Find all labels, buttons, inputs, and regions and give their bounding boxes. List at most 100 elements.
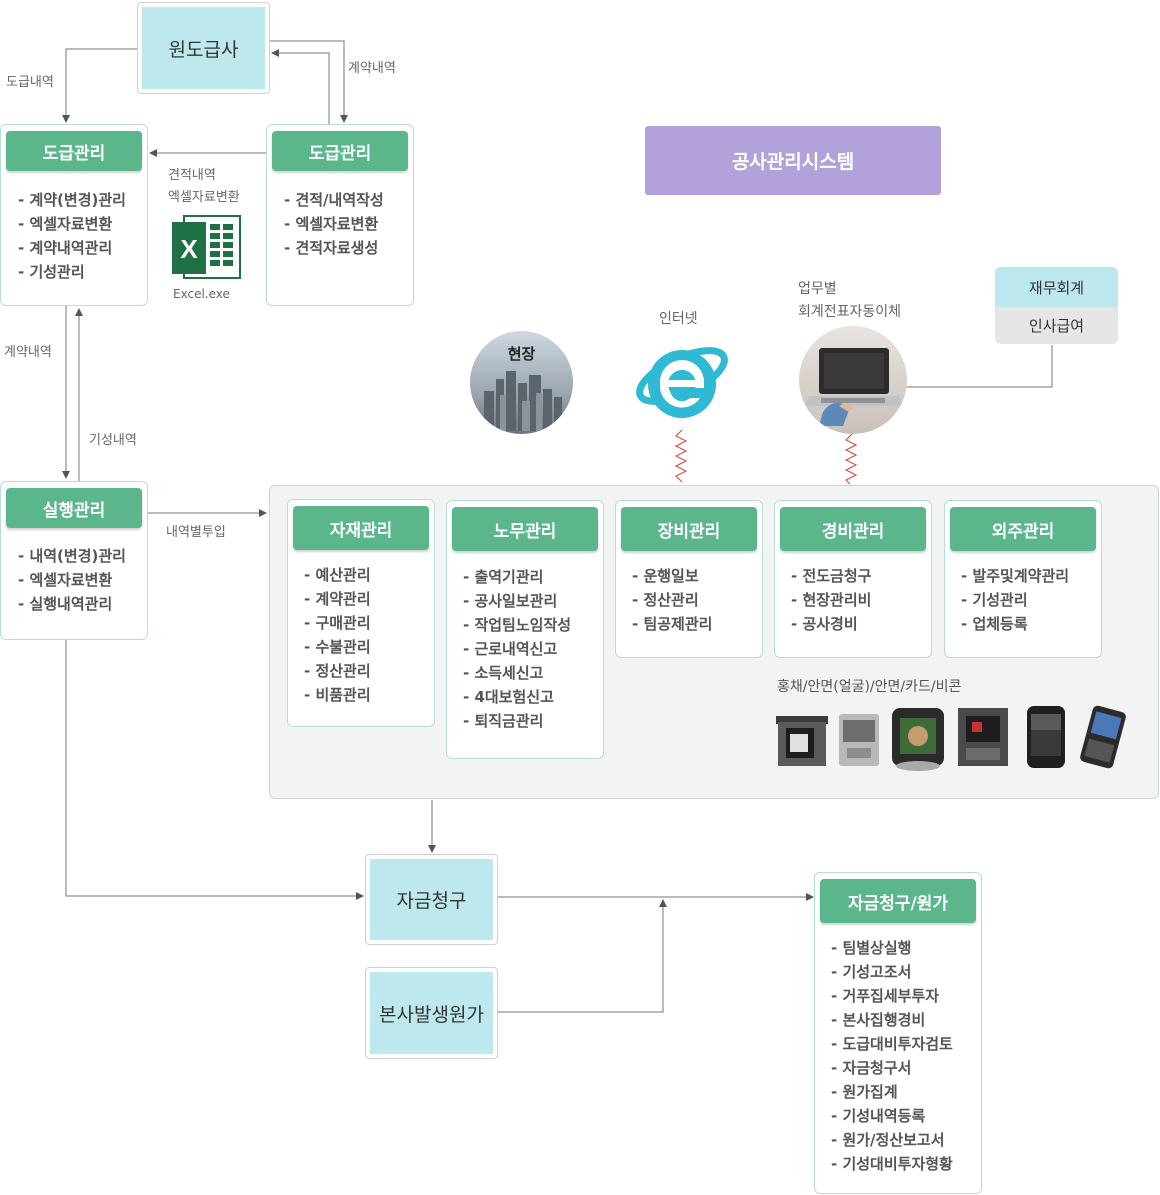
list-item: - 기성대비투자형황 — [831, 1155, 953, 1173]
device-iris-scanner-icon — [774, 712, 830, 768]
list-item: - 원가집계 — [831, 1083, 898, 1101]
list-item: - 전도금청구 — [791, 567, 872, 585]
list-item: - 실행내역관리 — [18, 595, 113, 613]
list-item: - 기성관리 — [18, 263, 85, 281]
list-item: - 엑셀자료변환 — [284, 215, 379, 233]
module-outsourcing-list: - 발주및계약관리 - 기성관리 - 업체등록 — [961, 564, 1069, 636]
list-item: - 엑셀자료변환 — [18, 571, 113, 589]
list-item: - 정산관리 — [304, 662, 371, 680]
list-item: - 4대보험신고 — [463, 688, 554, 706]
list-item: - 본사집행경비 — [831, 1011, 926, 1029]
module-labor-title: 노무관리 — [452, 507, 598, 551]
fund-cost-list: - 팀별상실행 - 기성고조서 - 거푸집세부투자 - 본사집행경비 - 도급대… — [831, 936, 953, 1176]
module-equipment-title: 장비관리 — [621, 507, 757, 551]
label-internet: 인터넷 — [659, 311, 698, 327]
module-outsourcing-title: 외주관리 — [950, 507, 1096, 551]
label-auto-1: 업무별 — [798, 281, 837, 297]
module-material-title: 자재관리 — [293, 506, 429, 550]
fund-request-label: 자금청구 — [370, 859, 493, 940]
list-item: - 퇴직금관리 — [463, 712, 544, 730]
list-item: - 엑셀자료변환 — [18, 215, 113, 233]
module-material-card: 자재관리 - 예산관리 - 계약관리 - 구매관리 - 수불관리 - 정산관리 … — [287, 499, 435, 727]
device-card-reader-icon — [956, 706, 1010, 768]
list-item: - 계약관리 — [304, 590, 371, 608]
list-item: - 구매관리 — [304, 614, 371, 632]
module-expense-card: 경비관리 - 전도금청구 - 현장관리비 - 공사경비 — [774, 500, 932, 658]
finance-payroll: 인사급여 — [995, 307, 1118, 344]
list-item: - 작업팀노임작성 — [463, 616, 572, 634]
label-progress-up: 기성내역 — [89, 433, 137, 448]
site-label: 현장 — [507, 345, 536, 363]
list-item: - 거푸집세부투자 — [831, 987, 940, 1005]
module-expense-title: 경비관리 — [780, 507, 926, 551]
device-smartphone-icon — [1023, 704, 1069, 770]
module-expense-list: - 전도금청구 - 현장관리비 - 공사경비 — [791, 564, 871, 636]
execution-mgmt-title: 실행관리 — [6, 488, 142, 528]
contract-mgmt-left-title: 도급관리 — [6, 131, 142, 171]
list-item: - 원가/정산보고서 — [831, 1131, 945, 1149]
label-estimate-2: 엑셀자료변환 — [168, 190, 240, 205]
label-detail-input: 내역별투입 — [166, 525, 226, 540]
list-item: - 팀공제관리 — [632, 615, 713, 633]
list-item: - 견적/내역작성 — [284, 191, 384, 209]
execution-mgmt-list: - 내역(변경)관리 - 엑셀자료변환 - 실행내역관리 — [18, 544, 126, 616]
list-item: - 소득세신고 — [463, 664, 544, 682]
module-equipment-card: 장비관리 - 운행일보 - 정산관리 - 팀공제관리 — [615, 500, 763, 658]
list-item: - 내역(변경)관리 — [18, 547, 126, 565]
fund-cost-card: 자금청구/원가 - 팀별상실행 - 기성고조서 - 거푸집세부투자 - 본사집행… — [814, 872, 982, 1194]
module-equipment-list: - 운행일보 - 정산관리 - 팀공제관리 — [632, 564, 712, 636]
list-item: - 정산관리 — [632, 591, 699, 609]
fund-request-box: 자금청구 — [365, 854, 498, 945]
list-item: - 견적자료생성 — [284, 239, 379, 257]
system-title: 공사관리시스템 — [645, 126, 941, 195]
module-material-list: - 예산관리 - 계약관리 - 구매관리 - 수불관리 - 정산관리 - 비품관… — [304, 563, 371, 707]
module-outsourcing-card: 외주관리 - 발주및계약관리 - 기성관리 - 업체등록 — [944, 500, 1102, 658]
label-auto-2: 회계전표자동이체 — [798, 304, 902, 320]
hq-cost-box: 본사발생원가 — [365, 967, 498, 1059]
label-contract-in: 계약내역 — [348, 61, 396, 76]
list-item: - 도급대비투자검토 — [831, 1035, 953, 1053]
list-item: - 업체등록 — [961, 615, 1028, 633]
svg-text:X: X — [180, 234, 198, 264]
label-devices: 홍채/안면(얼굴)/안면/카드/비콘 — [777, 679, 962, 695]
wire-zigzag-internet — [674, 429, 688, 483]
list-item: - 기성내역등록 — [831, 1107, 926, 1125]
internet-explorer-icon — [630, 332, 734, 428]
list-item: - 공사일보관리 — [463, 592, 558, 610]
list-item: - 팀별상실행 — [831, 939, 912, 957]
label-contract-out: 도급내역 — [6, 75, 54, 90]
device-face-recognition-icon — [889, 706, 947, 772]
device-face-terminal-icon — [837, 712, 881, 768]
list-item: - 기성관리 — [961, 591, 1028, 609]
fund-cost-title: 자금청구/원가 — [820, 879, 976, 923]
list-item: - 계약내역관리 — [18, 239, 113, 257]
contract-mgmt-right-title: 도급관리 — [272, 131, 408, 171]
excel-icon: X — [172, 214, 242, 280]
list-item: - 계약(변경)관리 — [18, 191, 126, 209]
finance-accounting: 재무회계 — [995, 267, 1118, 307]
execution-mgmt-card: 실행관리 - 내역(변경)관리 - 엑셀자료변환 - 실행내역관리 — [0, 481, 148, 640]
list-item: - 예산관리 — [304, 566, 371, 584]
wire-zigzag-laptop — [844, 433, 858, 485]
contract-mgmt-right-list: - 견적/내역작성 - 엑셀자료변환 - 견적자료생성 — [284, 188, 384, 260]
contract-mgmt-left-card: 도급관리 - 계약(변경)관리 - 엑셀자료변환 - 계약내역관리 - 기성관리 — [0, 124, 148, 306]
site-photo: 현장 — [470, 331, 573, 434]
finance-box: 재무회계 인사급여 — [995, 267, 1118, 344]
module-labor-card: 노무관리 - 출역기관리 - 공사일보관리 - 작업팀노임작성 - 근로내역신고… — [446, 500, 604, 759]
list-item: - 수불관리 — [304, 638, 371, 656]
list-item: - 공사경비 — [791, 615, 858, 633]
device-pda-icon — [1076, 704, 1130, 770]
contract-mgmt-left-list: - 계약(변경)관리 - 엑셀자료변환 - 계약내역관리 - 기성관리 — [18, 188, 126, 284]
list-item: - 현장관리비 — [791, 591, 872, 609]
label-estimate-1: 견적내역 — [168, 168, 216, 183]
laptop-photo — [799, 326, 907, 434]
list-item: - 근로내역신고 — [463, 640, 558, 658]
list-item: - 자금청구서 — [831, 1059, 912, 1077]
contract-mgmt-right-card: 도급관리 - 견적/내역작성 - 엑셀자료변환 - 견적자료생성 — [266, 124, 414, 306]
list-item: - 출역기관리 — [463, 568, 544, 586]
list-item: - 발주및계약관리 — [961, 567, 1070, 585]
list-item: - 운행일보 — [632, 567, 699, 585]
module-labor-list: - 출역기관리 - 공사일보관리 - 작업팀노임작성 - 근로내역신고 - 소득… — [463, 565, 571, 733]
label-contract-down: 계약내역 — [4, 345, 52, 360]
